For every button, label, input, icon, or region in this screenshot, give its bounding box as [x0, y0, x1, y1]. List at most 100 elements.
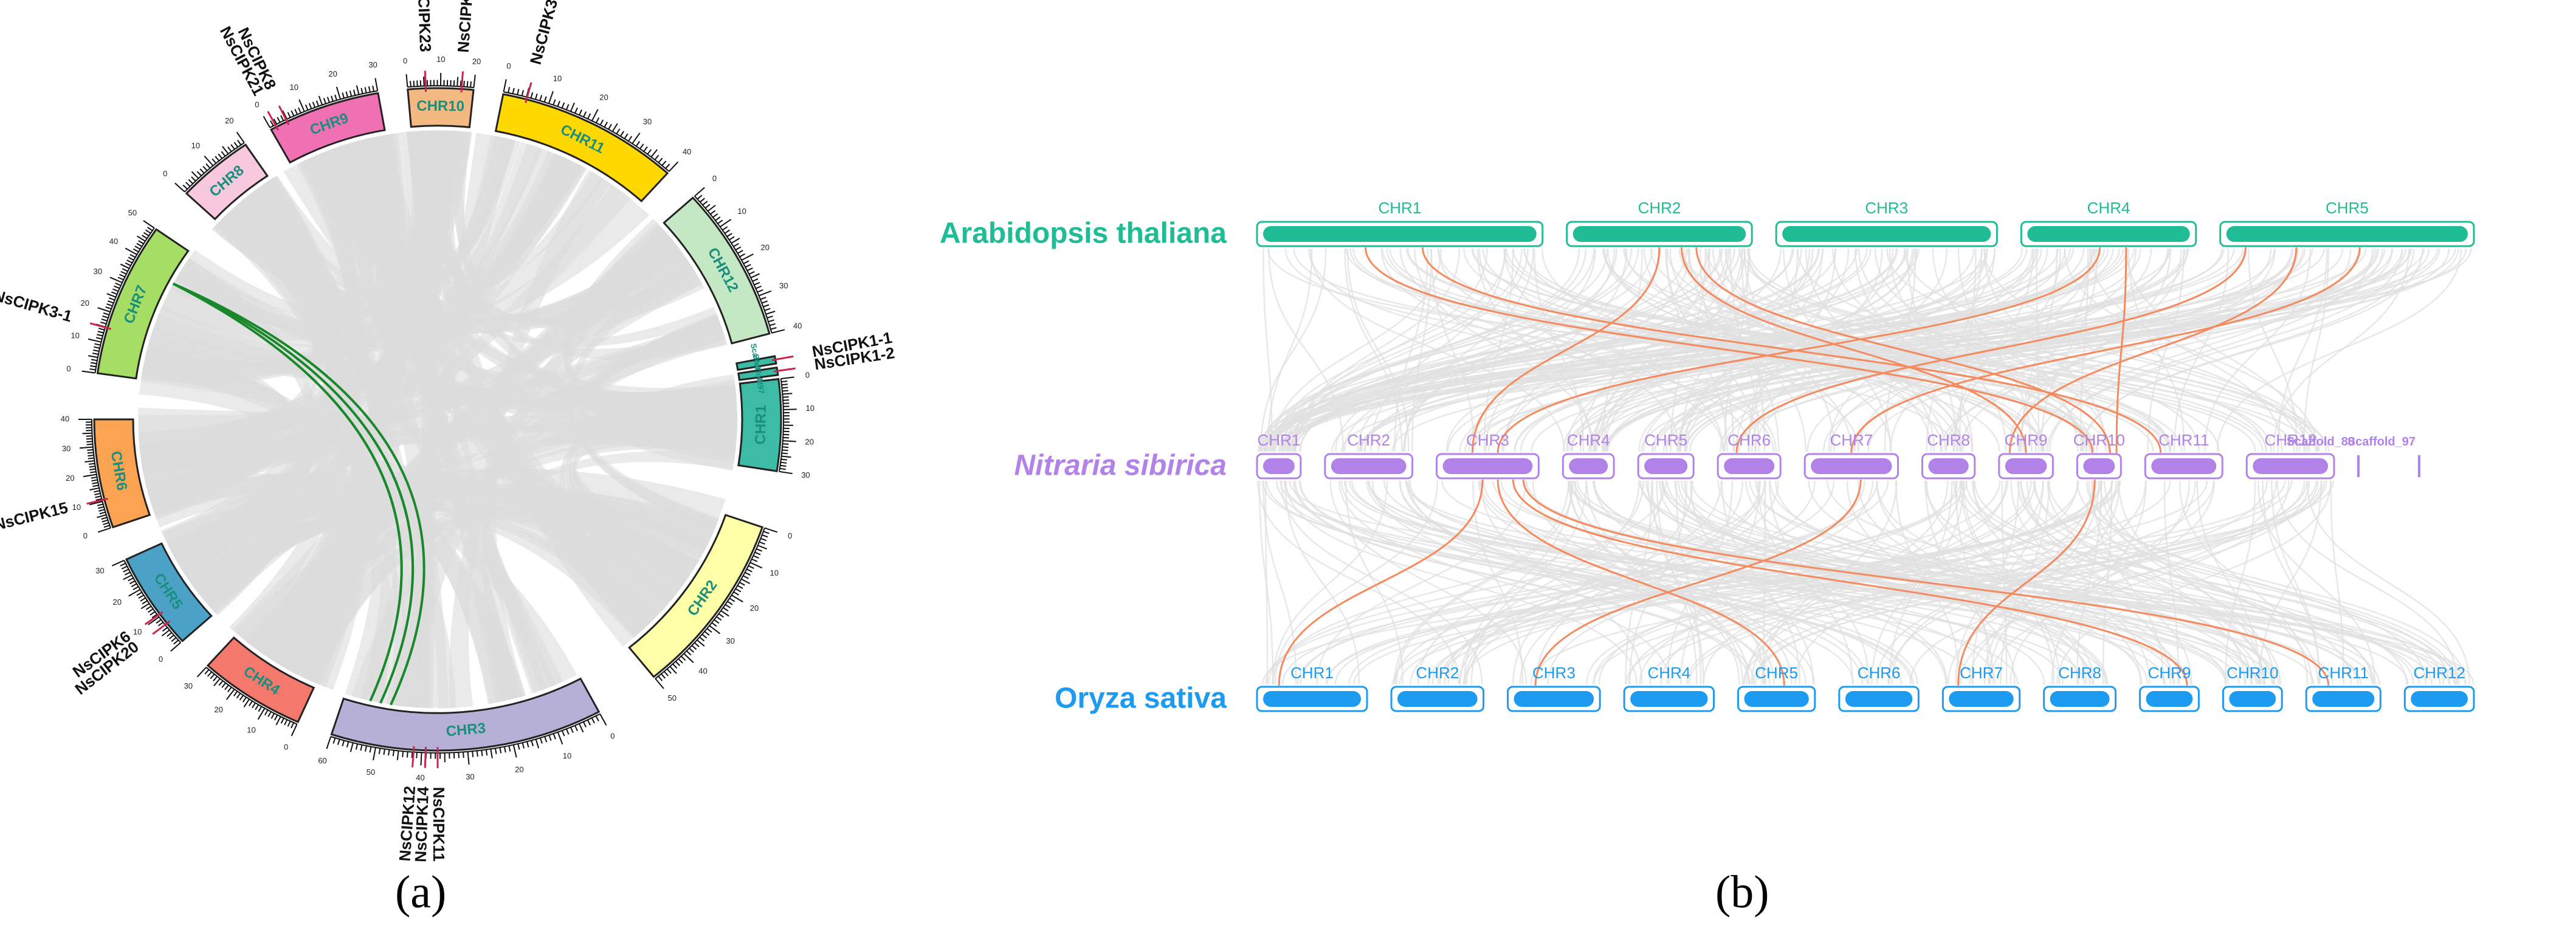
tick [699, 636, 705, 642]
gene-label: NsCIPK23 [414, 0, 435, 52]
chromosome-bar [1949, 691, 2014, 707]
tick [508, 745, 511, 752]
tick [720, 610, 729, 617]
tick-label: 30 [466, 772, 474, 781]
tick [123, 568, 129, 573]
tick-label: 50 [367, 768, 375, 777]
tick [102, 519, 108, 523]
tick [308, 103, 312, 109]
background-link [1775, 480, 2175, 685]
background-link [1969, 480, 2215, 685]
highlight-link [172, 282, 415, 704]
tick [725, 604, 731, 608]
chromosome-bar [1845, 691, 1913, 707]
background-link [1625, 248, 2092, 452]
chromosome-label: CHR1 [1378, 199, 1421, 217]
tick [89, 466, 95, 468]
background-link [1574, 480, 2257, 685]
tick [729, 597, 735, 602]
tick [108, 300, 114, 304]
background-link [1535, 480, 1693, 685]
tick [264, 709, 269, 716]
background-link [1274, 480, 1439, 685]
tick [98, 509, 105, 512]
tick [280, 115, 284, 122]
tick [230, 144, 235, 150]
chromosome-chr8: CHR8 [2043, 664, 2117, 712]
chromosome-bar [1397, 691, 1478, 707]
tick [485, 749, 488, 756]
background-link [303, 156, 719, 347]
chromosome-bar [2050, 691, 2110, 707]
background-link [1267, 248, 1313, 452]
tick [467, 751, 470, 765]
tick [647, 149, 652, 155]
tick [196, 667, 207, 678]
background-link [191, 484, 716, 604]
tick [481, 750, 483, 757]
tick [639, 143, 644, 150]
tick [763, 531, 770, 534]
tick-label: 0 [712, 174, 717, 183]
tick [531, 740, 534, 746]
tick [97, 331, 104, 334]
tick [109, 277, 123, 283]
background-link [559, 374, 737, 630]
tick [711, 622, 717, 627]
tick [700, 198, 705, 203]
highlight-link [1365, 247, 2094, 453]
tick [781, 455, 791, 458]
background-link [1972, 480, 2151, 685]
background-link [1603, 248, 1814, 452]
chromosome-band [628, 514, 764, 678]
tick-label: 0 [163, 169, 167, 178]
tick [215, 156, 220, 162]
tick [126, 260, 133, 264]
tick [521, 90, 525, 96]
background-link [2127, 248, 2185, 452]
tick [743, 575, 749, 579]
tick [782, 393, 793, 395]
chromosome-bar [2083, 458, 2115, 474]
background-link [1262, 248, 1273, 452]
tick [553, 99, 556, 106]
tick [239, 695, 244, 701]
gene-tick [525, 82, 532, 103]
tick [120, 270, 127, 275]
tick [751, 558, 758, 562]
chromosome-label: CHR5 [2326, 199, 2369, 217]
tick [205, 163, 211, 169]
tick [369, 746, 372, 753]
panel-a-label: (a) [395, 867, 447, 918]
tick [125, 247, 137, 255]
tick [213, 678, 221, 687]
tick [277, 117, 281, 123]
tick [374, 78, 379, 91]
tick [188, 179, 193, 184]
background-link [1380, 248, 1724, 452]
tick [561, 102, 565, 109]
tick [707, 204, 716, 212]
background-link [1266, 480, 1974, 685]
tick [683, 653, 694, 664]
background-link [1670, 248, 1707, 452]
tick [88, 355, 98, 359]
background-link [1329, 480, 1527, 685]
background-link [1662, 248, 2459, 452]
tick [346, 741, 350, 748]
background-link [2090, 248, 2283, 452]
background-link [1272, 248, 1608, 452]
tick [702, 201, 708, 206]
tick [701, 633, 708, 639]
tick [128, 589, 141, 597]
tick [173, 639, 179, 645]
tick [694, 642, 700, 647]
gene-label: NsCIPK11 [430, 787, 448, 862]
background-link [1755, 480, 2274, 685]
tick [129, 580, 136, 585]
highlight-link [2115, 247, 2127, 453]
background-link [1295, 248, 1529, 452]
